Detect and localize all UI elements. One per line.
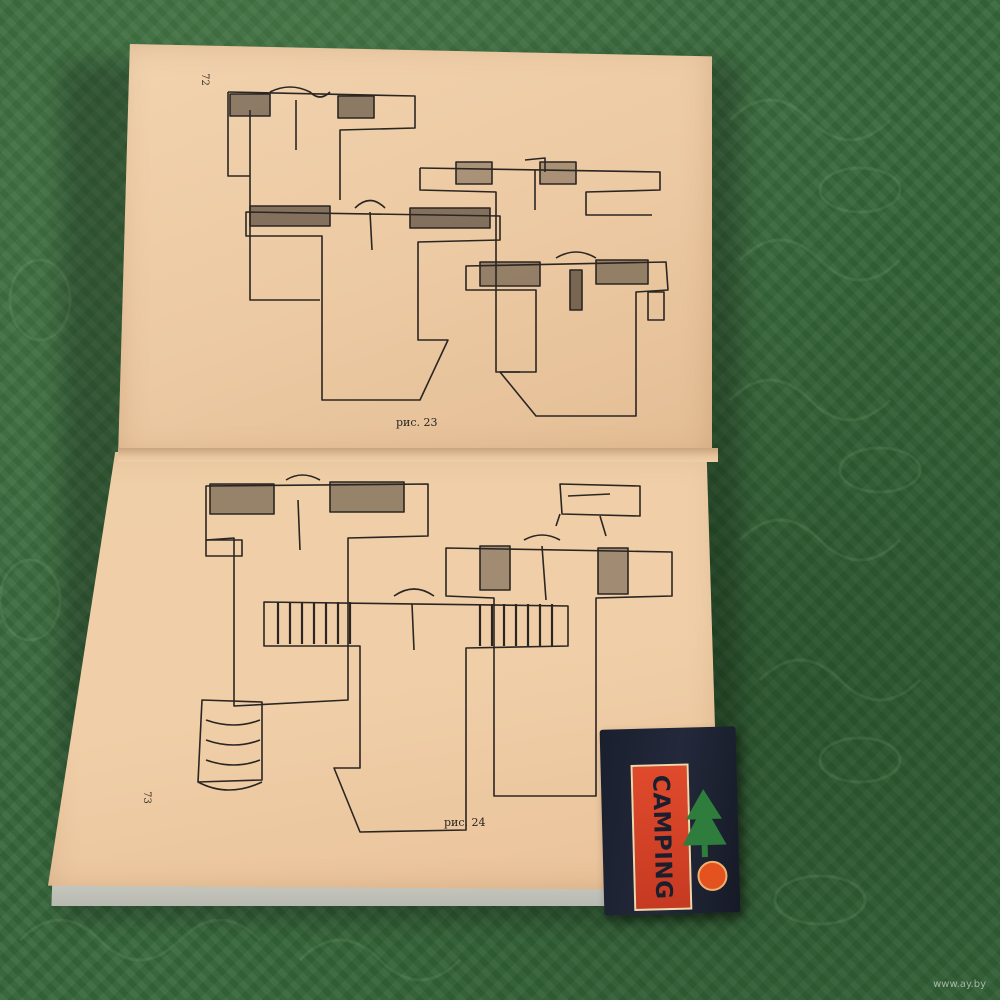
figure-caption: рис. 23 — [396, 416, 438, 429]
shirt-drawing — [419, 157, 661, 373]
shirt-drawing — [263, 588, 569, 833]
cuff-drawing — [555, 483, 641, 537]
book-gutter — [118, 448, 718, 462]
shirt-drawing — [205, 474, 429, 707]
shirt-drawing — [245, 199, 501, 401]
watermark: www.ay.by — [933, 979, 986, 990]
shirt-drawing — [445, 534, 673, 797]
seal-icon — [697, 860, 728, 892]
page-number: 73 — [140, 791, 152, 804]
sleeve-drawing — [197, 699, 263, 791]
shirt-drawing — [465, 251, 669, 417]
tree-icon — [682, 789, 727, 858]
matchbox[interactable]: CAMPING — [599, 726, 741, 916]
matchbox-brand: CAMPING — [646, 774, 677, 900]
page-number: 72 — [198, 73, 210, 86]
shirt-drawing — [227, 86, 416, 301]
figure-caption: рис. 24 — [444, 816, 486, 829]
